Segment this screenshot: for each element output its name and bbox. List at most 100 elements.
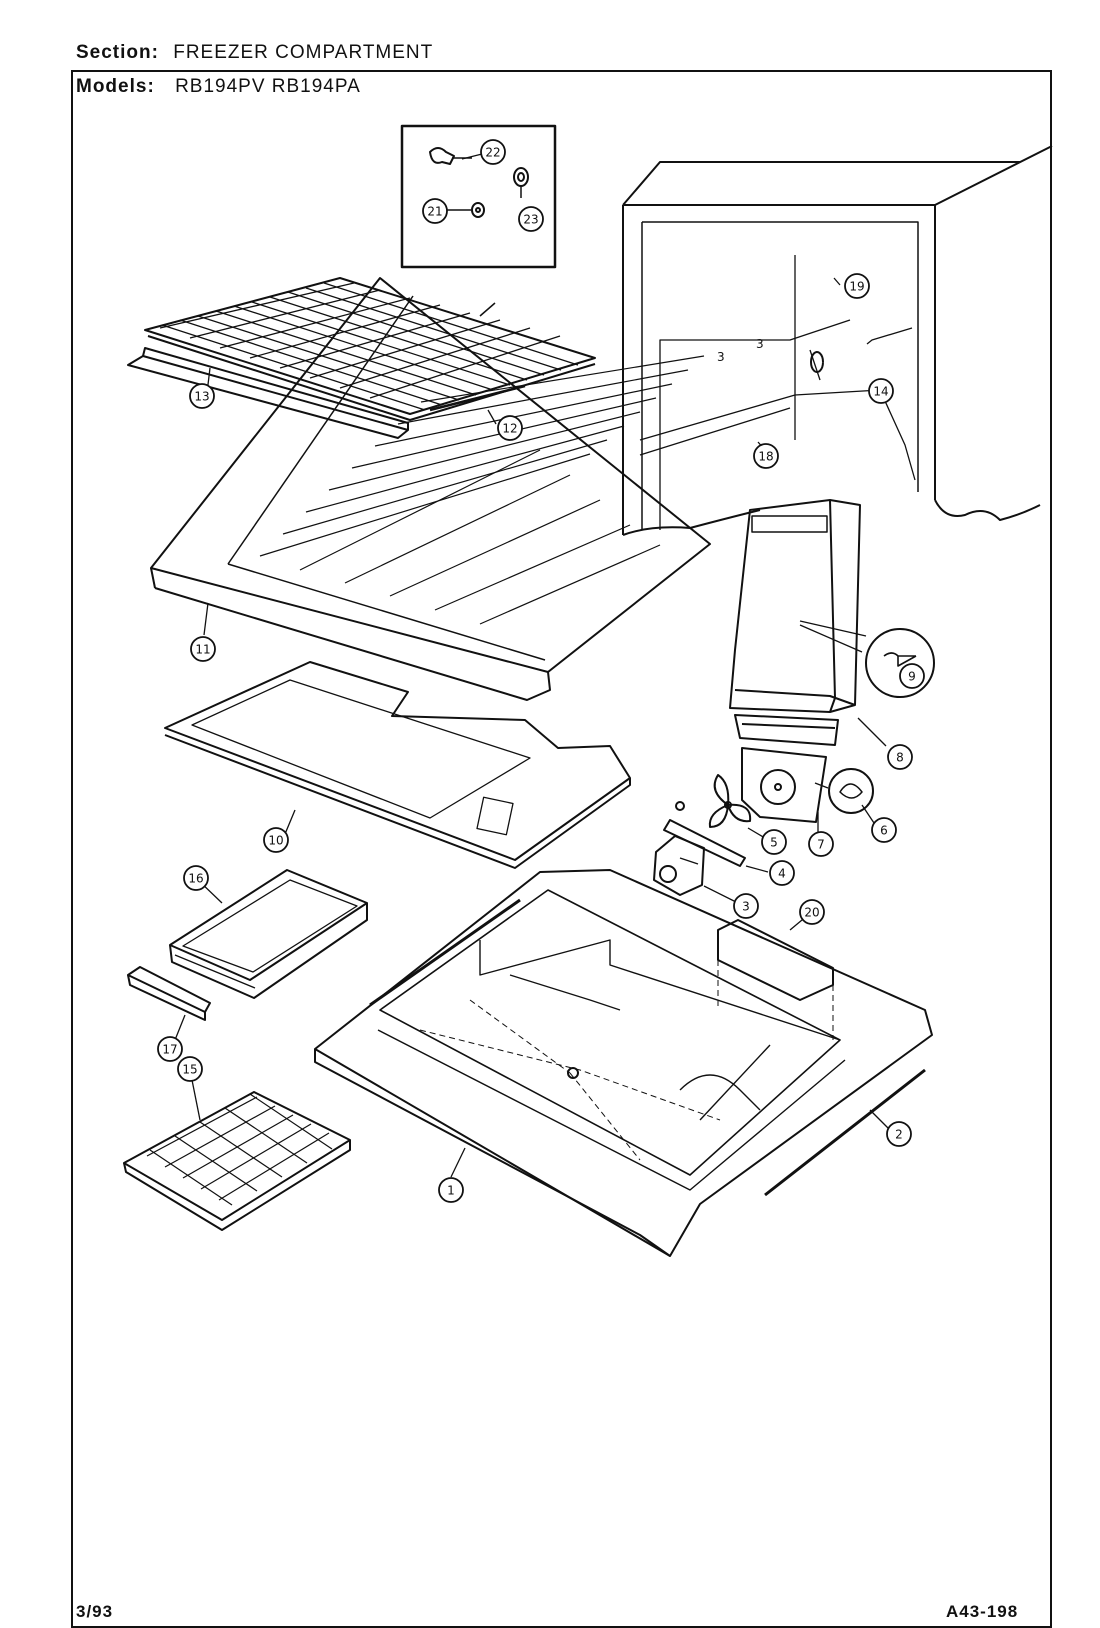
section-header: Section: FREEZER COMPARTMENT bbox=[76, 42, 433, 64]
callout-circle bbox=[886, 1121, 912, 1147]
callout-circle bbox=[189, 383, 215, 409]
callout-15: 15 bbox=[177, 1056, 203, 1082]
small-mark: 3 bbox=[756, 337, 764, 351]
callout-21: 21 bbox=[422, 198, 448, 224]
models-value: RB194PV RB194PA bbox=[175, 76, 361, 97]
callout-23: 23 bbox=[518, 206, 544, 232]
callout-number: 18 bbox=[758, 450, 773, 464]
callout-number: 3 bbox=[742, 900, 750, 914]
callout-circle bbox=[899, 663, 925, 689]
callout-circle bbox=[871, 817, 897, 843]
callout-circle bbox=[844, 273, 870, 299]
callout-11: 11 bbox=[190, 636, 216, 662]
callout-number: 21 bbox=[427, 205, 442, 219]
callout-circle bbox=[753, 443, 779, 469]
fan-blade bbox=[708, 774, 752, 828]
section-label: Section: bbox=[76, 42, 159, 63]
shelf-trim-rail bbox=[127, 347, 409, 439]
hardware-inset bbox=[400, 124, 557, 269]
callout-number: 16 bbox=[188, 872, 203, 886]
bin-handle bbox=[127, 966, 211, 1021]
callout-17: 17 bbox=[157, 1036, 183, 1062]
callout-4: 4 bbox=[769, 860, 795, 886]
insulation-panel bbox=[164, 661, 631, 869]
ice-cube-tray bbox=[123, 1091, 351, 1231]
evaporator-cover bbox=[314, 869, 933, 1257]
callout-circle bbox=[799, 899, 825, 925]
callout-circle bbox=[887, 744, 913, 770]
callout-number: 23 bbox=[523, 213, 538, 227]
ice-bin bbox=[169, 869, 368, 999]
fan-motor-plate bbox=[741, 747, 827, 823]
callout-number: 2 bbox=[895, 1128, 903, 1142]
callout-circle bbox=[518, 206, 544, 232]
callout-7: 7 bbox=[808, 831, 834, 857]
grommet-detail bbox=[814, 768, 874, 814]
footer-doc-number: A43-198 bbox=[946, 1602, 1019, 1621]
callout-number: 11 bbox=[195, 643, 210, 657]
callout-circle bbox=[438, 1177, 464, 1203]
callout-circle bbox=[868, 378, 894, 404]
callout-number: 20 bbox=[804, 906, 819, 920]
callout-number: 7 bbox=[817, 838, 825, 852]
callout-5: 5 bbox=[761, 829, 787, 855]
models-label: Models: bbox=[76, 76, 155, 97]
callout-number: 17 bbox=[162, 1043, 177, 1057]
callout-circle bbox=[808, 831, 834, 857]
callout-number: 5 bbox=[770, 836, 778, 850]
callout-number: 19 bbox=[849, 280, 864, 294]
footer-date: 3/93 bbox=[76, 1602, 114, 1621]
air-duct bbox=[729, 499, 867, 746]
cabinet-outline bbox=[622, 145, 1053, 536]
small-mark: 3 bbox=[717, 350, 725, 364]
callout-circle bbox=[177, 1056, 203, 1082]
callout-number: 1 bbox=[447, 1184, 455, 1198]
callout-circle bbox=[422, 198, 448, 224]
callout-1: 1 bbox=[438, 1177, 464, 1203]
callout-19: 19 bbox=[844, 273, 870, 299]
callout-circle bbox=[190, 636, 216, 662]
callout-circle bbox=[733, 893, 759, 919]
section-value: FREEZER COMPARTMENT bbox=[173, 42, 434, 63]
models-header: Models: RB194PV RB194PA bbox=[76, 76, 361, 98]
callout-6: 6 bbox=[871, 817, 897, 843]
callout-18: 18 bbox=[753, 443, 779, 469]
fan-bracket bbox=[663, 801, 746, 867]
callout-number: 4 bbox=[778, 867, 786, 881]
gasket-strip bbox=[369, 898, 926, 1197]
callout-circle bbox=[157, 1036, 183, 1062]
callout-8: 8 bbox=[887, 744, 913, 770]
screw-detail bbox=[865, 628, 935, 698]
callout-circle bbox=[761, 829, 787, 855]
callout-14: 14 bbox=[868, 378, 894, 404]
fan-motor bbox=[653, 835, 705, 896]
callout-circle bbox=[480, 139, 506, 165]
callout-16: 16 bbox=[183, 865, 209, 891]
callout-number: 12 bbox=[502, 422, 517, 436]
callout-13: 13 bbox=[189, 383, 215, 409]
callout-circle bbox=[263, 827, 289, 853]
callout-number: 14 bbox=[873, 385, 888, 399]
callout-number: 13 bbox=[194, 390, 209, 404]
callout-2: 2 bbox=[886, 1121, 912, 1147]
callout-9: 9 bbox=[899, 663, 925, 689]
leader-lines bbox=[174, 151, 913, 1178]
callout-number: 8 bbox=[896, 751, 904, 765]
callout-number: 6 bbox=[880, 824, 888, 838]
callout-20: 20 bbox=[799, 899, 825, 925]
callout-12: 12 bbox=[497, 415, 523, 441]
callout-number: 15 bbox=[182, 1063, 197, 1077]
wire-shelf bbox=[144, 277, 596, 421]
callout-10: 10 bbox=[263, 827, 289, 853]
callout-22: 22 bbox=[480, 139, 506, 165]
callout-circle bbox=[183, 865, 209, 891]
callout-circle bbox=[497, 415, 523, 441]
air-baffle bbox=[717, 919, 834, 1040]
callout-number: 22 bbox=[485, 146, 500, 160]
callout-circle bbox=[769, 860, 795, 886]
callout-3: 3 bbox=[733, 893, 759, 919]
callout-number: 10 bbox=[268, 834, 283, 848]
parts-diagram-page: Section: FREEZER COMPARTMENT Models: RB1… bbox=[71, 42, 1053, 1628]
callout-number: 9 bbox=[908, 670, 916, 684]
